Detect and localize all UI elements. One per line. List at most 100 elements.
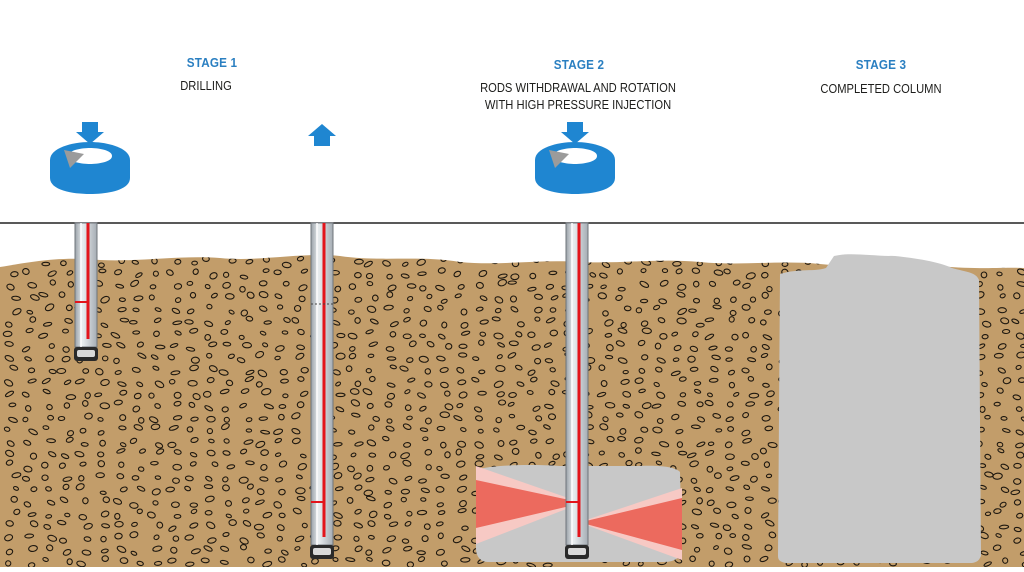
pebble bbox=[602, 416, 609, 423]
pebble bbox=[185, 346, 196, 352]
pebble bbox=[479, 331, 487, 337]
pebble bbox=[694, 388, 702, 394]
pebble bbox=[67, 281, 74, 288]
pebble bbox=[23, 465, 33, 473]
pebble bbox=[274, 355, 281, 361]
pebble bbox=[228, 519, 237, 527]
pebble bbox=[984, 414, 991, 420]
pebble bbox=[98, 268, 107, 274]
pebble bbox=[493, 427, 500, 433]
pebble bbox=[335, 392, 346, 398]
pebble bbox=[545, 283, 555, 290]
pebble bbox=[28, 428, 38, 436]
pebble bbox=[241, 497, 250, 504]
pebble bbox=[733, 391, 740, 397]
pebble bbox=[993, 352, 1004, 359]
pebble bbox=[148, 416, 159, 424]
pebble bbox=[189, 522, 199, 529]
pebble bbox=[728, 381, 736, 389]
pebble bbox=[220, 423, 230, 431]
pebble bbox=[41, 461, 49, 469]
pebble bbox=[389, 451, 397, 459]
pebble bbox=[62, 346, 70, 353]
pebble bbox=[29, 316, 37, 323]
pebble bbox=[12, 308, 22, 316]
pebble bbox=[532, 405, 541, 412]
pebble bbox=[173, 391, 182, 399]
pebble bbox=[184, 485, 192, 492]
pebble bbox=[765, 473, 773, 479]
stage-3-description: COMPLETED COLUMN bbox=[820, 81, 942, 96]
pebble bbox=[456, 485, 468, 493]
pebble bbox=[174, 330, 182, 336]
pebble bbox=[677, 400, 687, 407]
pebble bbox=[400, 452, 411, 460]
pebble bbox=[606, 344, 614, 352]
pebble bbox=[49, 279, 57, 286]
pebble bbox=[258, 305, 268, 312]
pebble bbox=[137, 352, 147, 359]
pebble bbox=[601, 261, 611, 269]
pebble bbox=[354, 508, 362, 515]
pebble bbox=[440, 441, 447, 449]
pebble bbox=[708, 280, 717, 287]
pebble bbox=[173, 513, 182, 519]
pebble bbox=[129, 437, 138, 445]
drill-rod-withdrawal bbox=[310, 222, 334, 559]
pebble bbox=[300, 366, 309, 374]
pebble bbox=[477, 390, 487, 396]
pebble bbox=[97, 262, 105, 268]
pebble bbox=[239, 402, 248, 409]
pebble bbox=[478, 369, 486, 375]
pebble bbox=[2, 330, 13, 338]
pebble bbox=[65, 394, 77, 401]
pebble bbox=[452, 535, 463, 544]
pebble bbox=[526, 390, 534, 395]
pebble bbox=[223, 438, 230, 444]
pebble bbox=[382, 260, 391, 267]
pebble bbox=[981, 381, 988, 388]
pebble bbox=[705, 487, 714, 494]
pebble bbox=[299, 390, 309, 397]
pebble bbox=[136, 341, 144, 348]
pebble bbox=[759, 555, 769, 563]
pebble bbox=[184, 534, 195, 541]
pebble bbox=[156, 521, 164, 529]
pebble bbox=[25, 256, 36, 262]
rotation-icon bbox=[535, 142, 615, 194]
pebble bbox=[508, 340, 519, 347]
pebble bbox=[27, 282, 38, 289]
pebble bbox=[421, 535, 429, 543]
pebble bbox=[761, 415, 771, 422]
pebble bbox=[47, 414, 55, 421]
pebble bbox=[693, 381, 702, 386]
pebble bbox=[996, 271, 1003, 277]
pebble bbox=[334, 486, 344, 492]
pebble bbox=[46, 544, 54, 552]
pebble bbox=[220, 545, 230, 552]
pebble bbox=[727, 369, 736, 376]
pebble bbox=[295, 487, 306, 495]
pebble bbox=[184, 319, 194, 325]
pebble bbox=[258, 280, 268, 287]
pebble bbox=[62, 483, 70, 491]
pebble bbox=[713, 507, 722, 514]
pebble bbox=[475, 306, 484, 312]
pebble bbox=[117, 306, 127, 313]
pebble bbox=[998, 524, 1010, 530]
pebble bbox=[5, 520, 14, 527]
pebble bbox=[366, 305, 377, 313]
pebble bbox=[600, 284, 607, 290]
pebble bbox=[184, 475, 194, 482]
pebble bbox=[30, 486, 38, 493]
pebble bbox=[417, 556, 426, 563]
pebble bbox=[137, 466, 145, 472]
pebble bbox=[62, 476, 73, 482]
pebble bbox=[418, 478, 427, 484]
pebble bbox=[133, 295, 144, 302]
pebble bbox=[336, 332, 346, 339]
pebble bbox=[475, 281, 484, 289]
pebble bbox=[1013, 478, 1022, 485]
pebble bbox=[729, 309, 737, 317]
